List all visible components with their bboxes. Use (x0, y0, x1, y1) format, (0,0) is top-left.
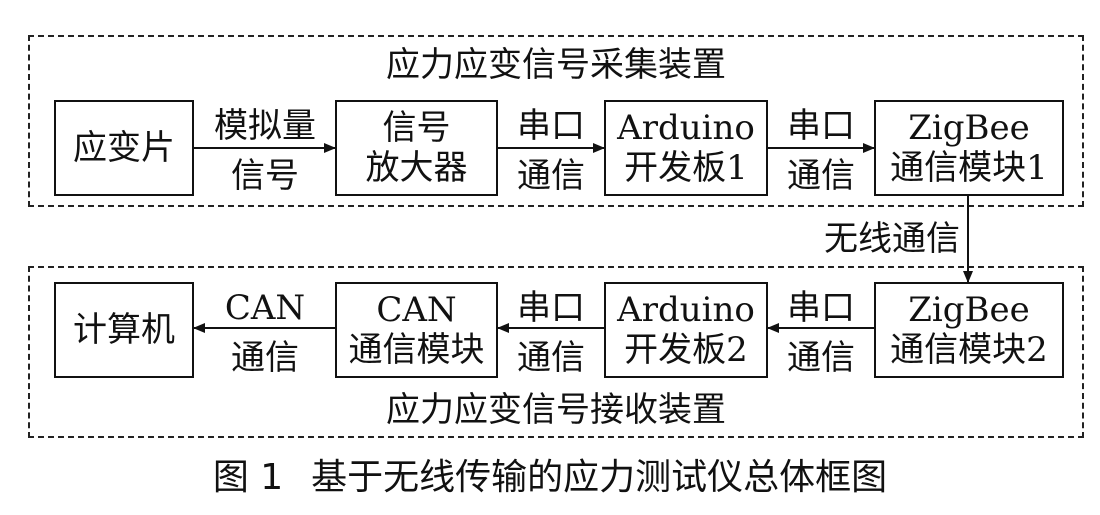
arduino-board-2-label-line1: Arduino (617, 290, 755, 330)
computer-label: 计算机 (73, 310, 175, 350)
arduino-board-2-node: Arduino 开发板2 (604, 282, 768, 378)
edge-label-serial-4-line2: 通信 (517, 338, 585, 378)
zigbee-module-1-node: ZigBee 通信模块1 (874, 100, 1064, 196)
edge-label-serial-4: 串口 通信 (500, 288, 602, 378)
zigbee-module-1-label-line1: ZigBee (908, 108, 1030, 148)
edge-label-can: CAN 通信 (196, 288, 334, 378)
figure-number: 图 1 (212, 457, 284, 498)
can-module-label-line2: 通信模块 (348, 330, 485, 370)
signal-amplifier-label-line2: 放大器 (365, 148, 468, 188)
arduino-board-1-node: Arduino 开发板1 (604, 100, 768, 196)
can-module-label-line1: CAN (376, 290, 457, 330)
arduino-board-1-label-line2: 开发板1 (624, 148, 748, 188)
edge-label-wireless: 无线通信 (808, 219, 960, 259)
arduino-board-1-label-line1: Arduino (617, 108, 755, 148)
edge-label-serial-1-line1: 串口 (517, 106, 585, 146)
edge-label-serial-2-line2: 通信 (787, 156, 855, 196)
figure-caption: 图 1 基于无线传输的应力测试仪总体框图 (0, 455, 1100, 501)
signal-amplifier-node: 信号 放大器 (335, 100, 498, 196)
zigbee-module-2-label-line1: ZigBee (908, 290, 1030, 330)
edge-label-serial-3: 串口 通信 (770, 288, 872, 378)
edge-label-can-line1: CAN (224, 288, 306, 328)
receiver-group-title: 应力应变信号接收装置 (386, 390, 726, 430)
signal-amplifier-label-line1: 信号 (382, 108, 451, 148)
edge-label-serial-1: 串口 通信 (500, 106, 602, 196)
zigbee-module-1-label-line2: 通信模块1 (890, 148, 1048, 188)
edge-label-serial-1-line2: 通信 (517, 156, 585, 196)
edge-label-wireless-text: 无线通信 (824, 219, 960, 259)
arduino-board-2-label-line2: 开发板2 (624, 330, 748, 370)
edge-label-serial-3-line1: 串口 (787, 288, 855, 328)
acquisition-group: 应力应变信号采集装置 (28, 35, 1084, 207)
strain-gauge-node: 应变片 (54, 100, 194, 196)
receiver-group: 应力应变信号接收装置 (28, 266, 1084, 438)
zigbee-module-2-node: ZigBee 通信模块2 (874, 282, 1064, 378)
edge-label-serial-3-line2: 通信 (787, 338, 855, 378)
edge-label-analog-signal-line2: 信号 (231, 156, 299, 196)
edge-label-serial-2: 串口 通信 (770, 106, 872, 196)
edge-label-analog-signal: 模拟量 信号 (196, 106, 334, 196)
edge-label-analog-signal-line1: 模拟量 (214, 106, 316, 146)
can-module-node: CAN 通信模块 (335, 282, 498, 378)
edge-label-serial-2-line1: 串口 (787, 106, 855, 146)
acquisition-group-title: 应力应变信号采集装置 (386, 45, 726, 85)
figure-caption-text: 基于无线传输的应力测试仪总体框图 (311, 457, 888, 498)
computer-node: 计算机 (54, 282, 194, 378)
strain-gauge-label: 应变片 (73, 128, 175, 168)
zigbee-module-2-label-line2: 通信模块2 (890, 330, 1048, 370)
edge-label-can-line2: 通信 (231, 338, 299, 378)
edge-label-serial-4-line1: 串口 (517, 288, 585, 328)
